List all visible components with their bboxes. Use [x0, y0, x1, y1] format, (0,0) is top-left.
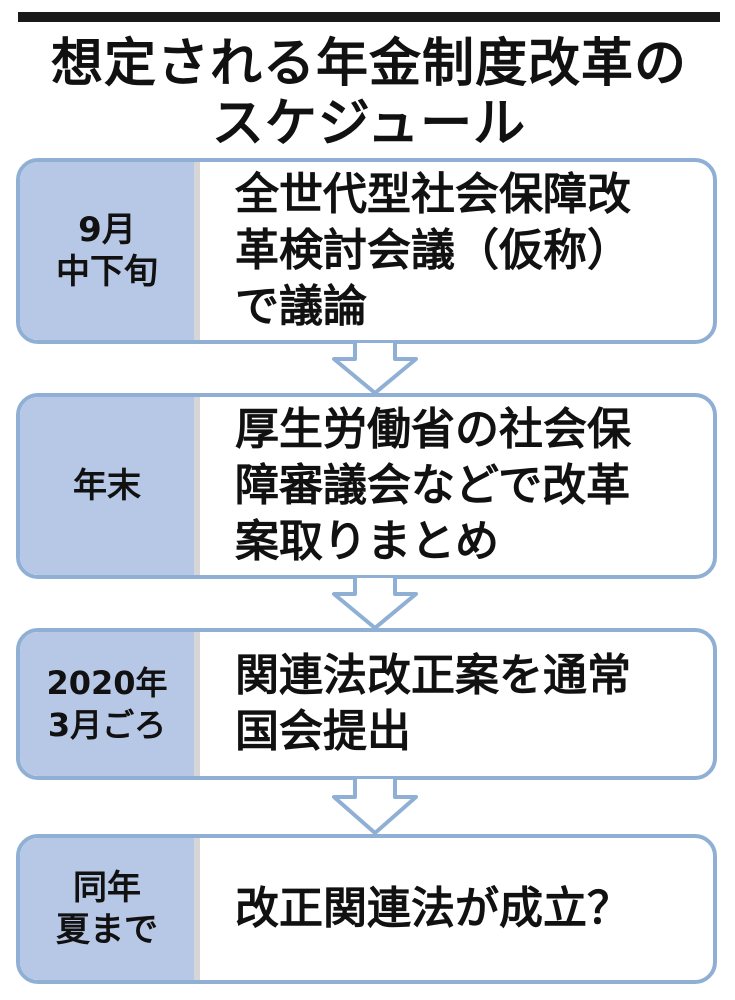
step-4-period: 同年 夏まで [20, 838, 200, 980]
diagram-title: 想定される年金制度改革の スケジュール [18, 34, 720, 154]
step-card-3: 2020年 3月ごろ 関連法改正案を通常 国会提出 [16, 628, 717, 780]
down-arrow-icon-3 [332, 777, 418, 835]
step-4-period-line-1: 同年 [73, 868, 141, 908]
step-card-2: 年末 厚生労働省の社会保 障審議会などで改革 案取りまとめ [16, 393, 717, 579]
step-2-description-line-1: 厚生労働省の社会保 [235, 404, 631, 455]
step-1-description-line-1: 全世代型社会保障改 [235, 169, 631, 220]
step-4-description-line-1: 改正関連法が成立？ [235, 883, 631, 934]
step-2-description: 厚生労働省の社会保 障審議会などで改革 案取りまとめ [235, 397, 693, 575]
step-4-description: 改正関連法が成立？ [235, 838, 693, 980]
step-3-description: 関連法改正案を通常 国会提出 [235, 632, 693, 776]
step-card-1: 9月 中下旬 全世代型社会保障改 革検討会議（仮称） で議論 [16, 158, 717, 344]
step-3-period-line-2: 3月ごろ [47, 706, 167, 744]
step-1-period-line-1: 9月 [78, 210, 136, 250]
step-1-description-line-3: で議論 [235, 281, 367, 332]
step-2-period: 年末 [20, 397, 200, 575]
title-line-2: スケジュール [211, 94, 527, 154]
step-1-period-line-2: 中下旬 [56, 252, 158, 292]
step-3-description-line-1: 関連法改正案を通常 [235, 650, 631, 701]
step-3-period-line-1: 2020年 [46, 664, 168, 702]
step-4-period-line-2: 夏まで [56, 910, 158, 950]
step-2-description-line-3: 案取りまとめ [235, 516, 499, 567]
down-arrow-icon-1 [332, 341, 418, 395]
down-arrow-icon-2 [332, 576, 418, 630]
step-2-description-line-2: 障審議会などで改革 [235, 460, 631, 511]
step-3-description-line-2: 国会提出 [235, 706, 411, 757]
step-1-description-line-2: 革検討会議（仮称） [235, 225, 631, 276]
step-1-period: 9月 中下旬 [20, 162, 200, 340]
step-3-period: 2020年 3月ごろ [20, 632, 200, 776]
top-rule [18, 12, 720, 22]
step-2-period-line-1: 年末 [73, 466, 141, 506]
step-card-4: 同年 夏まで 改正関連法が成立？ [16, 834, 717, 984]
title-line-1: 想定される年金制度改革の [50, 34, 687, 94]
step-1-description: 全世代型社会保障改 革検討会議（仮称） で議論 [235, 162, 693, 340]
